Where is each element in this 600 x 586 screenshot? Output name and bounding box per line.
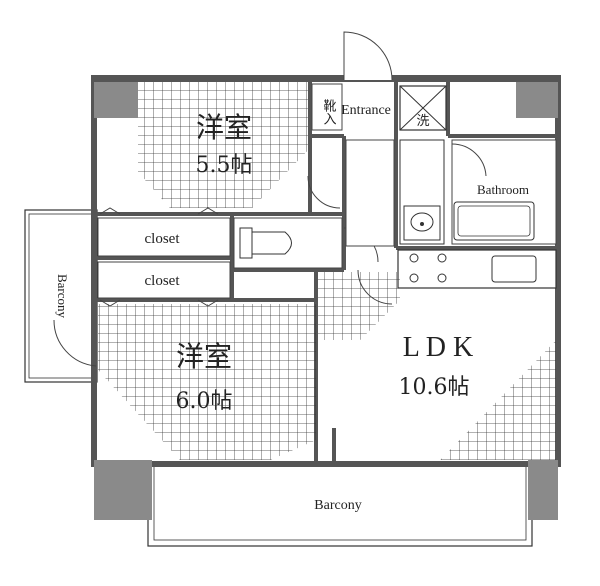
bathroom-label: Bathroom: [477, 182, 529, 197]
entrance-hall: [311, 83, 395, 247]
room-2-name: 洋室: [176, 340, 232, 373]
wash-area: [399, 85, 447, 245]
entrance-door: [343, 31, 393, 81]
closet-upper-label: closet: [145, 231, 181, 247]
entrance-label: Entrance: [341, 103, 391, 118]
exterior-walls: [91, 75, 561, 520]
bathroom: [451, 139, 557, 245]
ldk-size: 10.6帖: [399, 375, 470, 400]
floor-tiles: [98, 82, 556, 460]
balcony-side-label: Barcony: [55, 274, 70, 319]
toilet: [233, 217, 379, 269]
washer-label: 洗: [416, 114, 429, 129]
closets: [97, 207, 231, 307]
shoe-box-label: 靴入: [321, 99, 337, 125]
ldk-name: L D K: [403, 332, 474, 363]
kitchen-counter: [397, 249, 557, 289]
room-doors: [53, 175, 393, 367]
room-1-size: 5.5帖: [196, 153, 253, 178]
room-2-size: 6.0帖: [176, 389, 233, 414]
balcony-side: [24, 209, 98, 383]
room-1-name: 洋室: [196, 111, 252, 144]
balcony-bottom-label: Barcony: [314, 498, 361, 513]
closet-lower-label: closet: [145, 273, 181, 289]
